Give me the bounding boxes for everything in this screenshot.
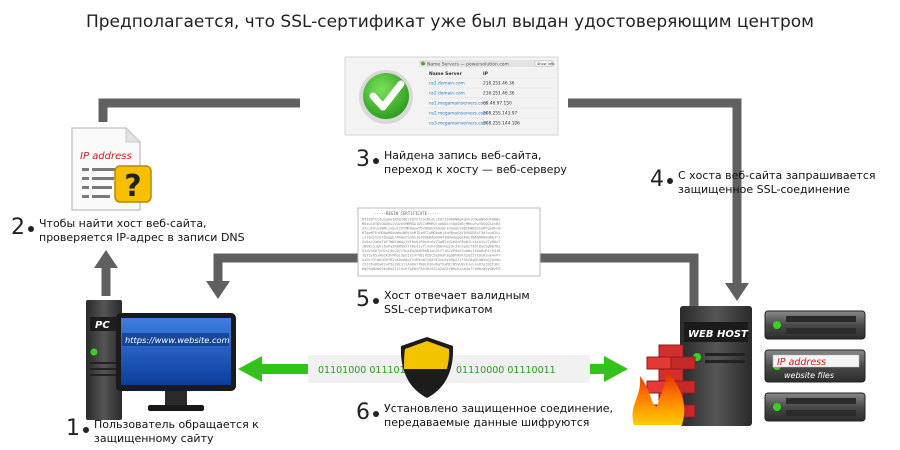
step-text: Установлено защищенное соединение, перед… xyxy=(384,402,613,429)
dns-row-ip: 69.46.97.150 xyxy=(483,101,512,107)
green-arrow-left-shaft xyxy=(260,364,310,374)
fire-icon xyxy=(632,368,685,425)
cert-header: -----BEGIN CERTIFICATE----- xyxy=(374,211,439,216)
step-number: 1 xyxy=(66,416,80,441)
step-number: 5 xyxy=(356,287,370,312)
green-arrow-left-head xyxy=(238,356,262,382)
shield-icon xyxy=(400,337,454,398)
cert-line: zN9kC3jQhL6oPa2RbM5wXtF8eG1vYi4sK7dU0nHq… xyxy=(362,245,501,249)
step-bullet-icon xyxy=(667,178,673,184)
binary-right: 01110000 01110011 xyxy=(456,365,556,376)
pc-label: PC xyxy=(95,320,110,331)
checkmark-icon xyxy=(359,70,413,124)
step-3: 3 Найдена запись веб-сайта, переход к хо… xyxy=(356,149,596,179)
question-badge-icon xyxy=(114,165,152,203)
cert-line: Q1uV4kD7nR2sL9hC0jF3pX6wZ8aM5bN1eG4tY7iK… xyxy=(362,249,500,253)
dns-row-name: ns2.domain.com xyxy=(429,91,465,97)
browser-url: https://www.website.com xyxy=(125,335,230,345)
arrow-doc-to-pc xyxy=(94,250,118,296)
webhost-label: WEB HOST xyxy=(688,329,749,340)
status-dot-icon xyxy=(421,61,425,66)
step-bullet-icon xyxy=(373,298,379,304)
diagram-title: Предполагается, что SSL-сертификат уже б… xyxy=(85,12,814,32)
cert-line: Xv8sL2aHqTpF7mN1bW4cYdE9oKjR0sUt6vZ3gB5i… xyxy=(362,240,501,244)
rack-led-icon xyxy=(773,403,781,411)
step-text: С хоста веб-сайта запрашивается защищенн… xyxy=(678,169,876,196)
dns-row-name: ns2.megamainservers.com xyxy=(429,111,487,117)
step-text: Пользователь обращается к защищенному са… xyxy=(94,418,259,445)
dns-row-ip: 208.255.143.97 xyxy=(483,111,517,117)
cert-line: MIIEBTCCAu2gAwIBAgIQDiFQ7kfs9xDLdLzE0fJj… xyxy=(362,218,500,222)
firewall-icon xyxy=(632,344,696,425)
dns-row-name: ns1.megamainservers.com xyxy=(429,101,487,107)
pc-computer: PC https://www.website.com xyxy=(86,300,236,420)
step-number: 3 xyxy=(356,147,370,172)
rack-ip-label: IP address xyxy=(777,357,826,368)
dns-row-name: ns3.megamainservers.com xyxy=(429,121,487,127)
arrow-dns-to-webhost xyxy=(568,98,749,301)
dns-rows: ns1.domain.com 216.251.46.36 ns2.domain.… xyxy=(427,77,554,127)
ip-document-icon: IP address ? xyxy=(71,126,152,211)
encrypted-channel: 01101000 01110100 01110000 01110011 xyxy=(238,337,628,398)
step-number: 4 xyxy=(650,167,664,192)
cert-line: Z3tY6uR9wE2vP5oJ8iS1lA4dG7fB0cK3nH6qT9xM… xyxy=(362,263,500,267)
dns-row-name: ns1.domain.com xyxy=(429,81,465,87)
cert-line: 6gD9aN2bQ5kX8mZ1tY4uR7wE0vP3oJ6iS9lA2dG5… xyxy=(362,267,500,271)
cert-line: 7gT2yU5xW0zK3nM6qL9pO1sI4rV8jH2bC5eD0aF3… xyxy=(362,254,500,258)
step-number: 6 xyxy=(356,400,370,425)
step-bullet-icon xyxy=(373,411,379,417)
dns-row-ip: 208.255.144.106 xyxy=(483,121,520,127)
step-5: 5 Хост отвечает валидным SSL-сертификато… xyxy=(356,289,586,319)
show-info-label: Show info xyxy=(537,62,555,66)
rack-files-label: website files xyxy=(784,371,834,380)
cert-line: c2l0ZS5jb20wggEiMA0GCSqGSIb3DQEBAQUAA4IB… xyxy=(362,236,500,240)
monitor-screen xyxy=(121,318,231,385)
question-mark: ? xyxy=(124,169,141,204)
step-6: 6 Установлено защищенное соединение, пер… xyxy=(356,402,636,432)
ssl-certificate: -----BEGIN CERTIFICATE----- MIIEBTCCAu2g… xyxy=(357,207,541,277)
server-rack: IP address website files xyxy=(764,310,866,422)
step-number: 2 xyxy=(11,215,25,240)
show-info-button xyxy=(534,60,553,67)
dns-col-ip: IP xyxy=(483,71,489,77)
doc-ip-label: IP address xyxy=(80,151,132,162)
arrow-cert-to-webhost xyxy=(540,253,699,307)
green-arrow-right-head xyxy=(604,356,628,382)
step-text: Найдена запись веб-сайта, переход к хост… xyxy=(384,149,567,176)
step-bullet-icon xyxy=(373,158,379,164)
cert-line: MQswCQYDVQQGEwJVUzEVMBMGA1UEChMMRGlnaUNl… xyxy=(362,222,500,226)
dns-records-panel: Name Servers — powersolution.com Show in… xyxy=(344,56,559,136)
step-bullet-icon xyxy=(83,427,89,433)
power-led-icon xyxy=(90,348,98,356)
cert-line: MTgxMTEyMDAwMDAwWhcNMjAxMTExMTIwMDAwWjAc… xyxy=(362,231,500,235)
arrow-cert-to-pc xyxy=(206,253,358,299)
cert-line: oJ0iS3lA6dG9fB2cK5nH8qT1xM4zW7yU0rE3vL6s… xyxy=(362,258,500,262)
rack-led-icon xyxy=(773,321,781,329)
cert-line: d3cuZGlnaWNlcnQuY29tMR0wGwYDVQQDExRUaGF3… xyxy=(362,227,500,231)
step-2: 2 Чтобы найти хост веб-сайта, проверяетс… xyxy=(11,217,291,247)
step-bullet-icon xyxy=(28,226,34,232)
dns-panel-header: Name Servers — powersolution.com xyxy=(427,62,509,68)
dns-row-ip: 216.251.46.36 xyxy=(483,91,515,97)
green-arrow-right-shaft xyxy=(588,364,610,374)
dns-col-nameserver: Name Server xyxy=(429,71,463,77)
step-1: 1 Пользователь обращается к защищенному … xyxy=(66,418,306,448)
step-4: 4 С хоста веб-сайта запрашивается защище… xyxy=(650,169,895,199)
step-text: Чтобы найти хост веб-сайта, проверяется … xyxy=(39,217,245,244)
arrow-dns-to-doc xyxy=(98,98,300,122)
web-host-server: WEB HOST xyxy=(680,306,752,426)
binary-left: 01101000 01110100 xyxy=(318,365,418,376)
step-text: Хост отвечает валидным SSL-сертификатом xyxy=(384,289,530,316)
dns-row-ip: 216.251.46.36 xyxy=(483,81,515,87)
